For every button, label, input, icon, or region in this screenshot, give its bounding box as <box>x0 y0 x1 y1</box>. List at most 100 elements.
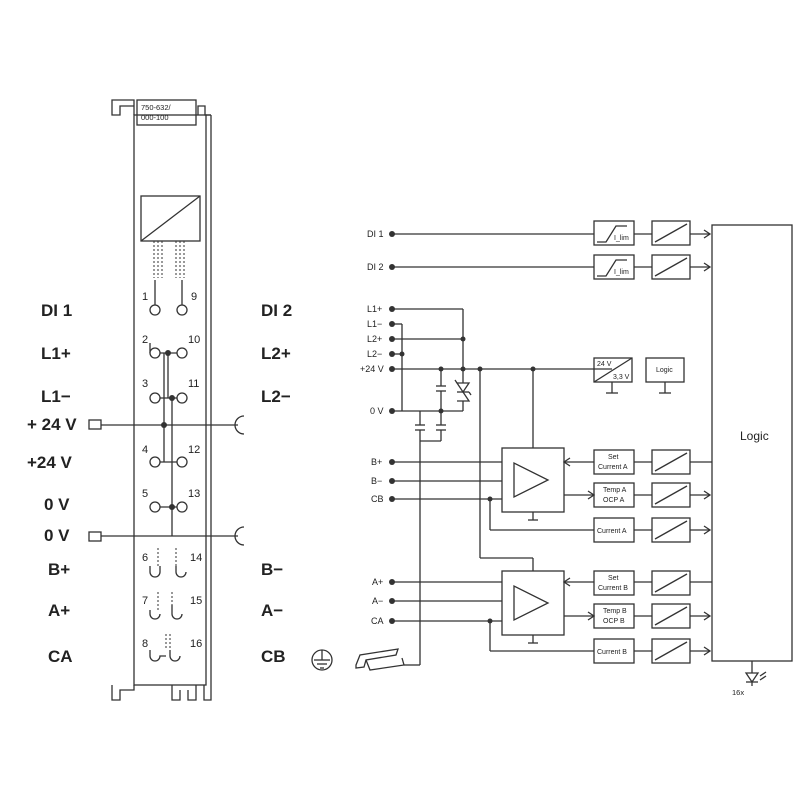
terminal-label-0v-rail: 0 V <box>44 526 70 545</box>
channel-label: A+ <box>372 577 383 587</box>
box-line: Temp B <box>603 608 627 615</box>
box-line: Current B <box>598 585 628 592</box>
box-line: OCP B <box>603 618 625 625</box>
terminal-label-aplus: A+ <box>48 601 70 620</box>
set-current-b: Set Current B <box>562 570 712 596</box>
part-number-line1: 750-632/ <box>141 103 172 112</box>
terminal-number: 10 <box>188 334 200 346</box>
terminal-row-5-13: 5 13 <box>142 488 200 513</box>
supply-label: 0 V <box>370 406 384 416</box>
box-line: Current A <box>597 528 627 535</box>
din-rail-icon <box>355 648 405 671</box>
tvs-diode-icon <box>454 369 472 411</box>
channel-label: A− <box>372 596 383 606</box>
terminal-label-plus24v: +24 V <box>27 453 73 472</box>
terminal-label-l1plus: L1+ <box>41 344 71 363</box>
ground-icon <box>311 649 333 671</box>
regulator-in: 24 V <box>597 361 612 368</box>
input-di2: DI 2 I_lim <box>367 254 712 280</box>
terminal-number: 16 <box>190 638 202 650</box>
supply-label: L1− <box>367 319 382 329</box>
terminal-number: 12 <box>188 444 200 456</box>
ilim-label: I_lim <box>614 269 629 276</box>
terminal-label-l2minus: L2− <box>261 387 291 406</box>
current-b: Current B <box>593 638 712 664</box>
box-line: Temp A <box>603 487 627 494</box>
terminal-number: 14 <box>190 552 202 564</box>
terminal-label-aminus: A− <box>261 601 283 620</box>
channel-b-io: A+ A− CA <box>371 577 594 652</box>
channel-label: CB <box>371 494 384 504</box>
input-label: DI 2 <box>367 262 384 272</box>
led-icon: 16x <box>732 661 767 697</box>
rail-0v <box>88 526 245 546</box>
temp-ocp-b: Temp B OCP B <box>564 603 712 629</box>
box-line: OCP A <box>603 497 625 504</box>
terminal-label-di2: DI 2 <box>261 301 292 320</box>
terminal-number: 1 <box>142 291 148 303</box>
led-count: 16x <box>732 688 744 697</box>
terminal-number: 7 <box>142 595 148 607</box>
logic-small-label: Logic <box>656 367 673 374</box>
converter-box <box>140 195 201 242</box>
current-a: Current A <box>593 517 712 543</box>
terminal-label-bplus: B+ <box>48 560 70 579</box>
supply-inputs: L1+ L1− L2+ L2− +24 V 0 V <box>360 304 395 416</box>
box-line: Set <box>608 575 619 582</box>
schematic: Logic DI 1 I_lim DI 2 I_lim <box>360 220 793 697</box>
terminal-number: 11 <box>188 378 199 390</box>
terminal-row-3-11: 3 11 <box>142 378 199 404</box>
terminal-number: 5 <box>142 488 148 500</box>
terminal-label-bminus: B− <box>261 560 283 579</box>
channel-label: CA <box>371 616 384 626</box>
channel-label: B+ <box>371 457 382 467</box>
terminal-label-cb: CB <box>261 647 286 666</box>
terminal-number: 4 <box>142 444 148 456</box>
regulator-out: 3,3 V <box>613 374 630 381</box>
temp-ocp-a: Temp A OCP A <box>564 482 712 508</box>
terminal-row-7-15: 7 15 <box>142 592 202 620</box>
terminal-number: 3 <box>142 378 148 390</box>
input-di1: DI 1 I_lim <box>367 220 712 246</box>
terminal-label-di1: DI 1 <box>41 301 72 320</box>
supply-label: L2− <box>367 349 382 359</box>
terminal-number: 8 <box>142 638 148 650</box>
amplifier-a <box>501 447 565 521</box>
led-connections <box>153 241 185 278</box>
logic-block <box>711 224 793 662</box>
terminal-label-plus24v-rail: + 24 V <box>27 415 77 434</box>
module-front-view: 750-632/ 000-100 1 9 2 10 <box>27 99 405 701</box>
box-line: Set <box>608 454 619 461</box>
box-line: Current B <box>597 649 627 656</box>
capacitor-icon <box>404 369 446 666</box>
input-label: DI 1 <box>367 229 384 239</box>
terminal-row-1-9: 1 9 <box>142 280 197 316</box>
rail-plus24v <box>88 415 245 435</box>
part-number-line2: 000-100 <box>141 113 169 122</box>
box-line: Current A <box>598 464 628 471</box>
supply-label: +24 V <box>360 364 384 374</box>
set-current-a: Set Current A <box>562 449 712 475</box>
terminal-row-4-12: 4 12 <box>142 444 200 468</box>
terminal-number: 6 <box>142 552 148 564</box>
terminal-number: 9 <box>191 291 197 303</box>
regulator-box <box>593 357 633 383</box>
terminal-label-l2plus: L2+ <box>261 344 291 363</box>
channel-a-io: B+ B− CB <box>371 457 594 531</box>
supply-label: L2+ <box>367 334 382 344</box>
terminal-label-0v: 0 V <box>44 495 70 514</box>
terminal-row-2-10: 2 10 <box>142 334 200 359</box>
channel-label: B− <box>371 476 382 486</box>
terminal-number: 15 <box>190 595 202 607</box>
supply-label: L1+ <box>367 304 382 314</box>
logic-block-label: Logic <box>740 429 769 443</box>
terminal-number: 13 <box>188 488 200 500</box>
terminal-label-l1minus: L1− <box>41 387 71 406</box>
terminal-row-8-16: 8 16 <box>142 634 202 662</box>
terminal-row-6-14: 6 14 <box>142 548 202 578</box>
terminal-label-ca: CA <box>48 647 73 666</box>
amplifier-b <box>501 570 565 644</box>
ilim-label: I_lim <box>614 235 629 242</box>
terminal-number: 2 <box>142 334 148 346</box>
